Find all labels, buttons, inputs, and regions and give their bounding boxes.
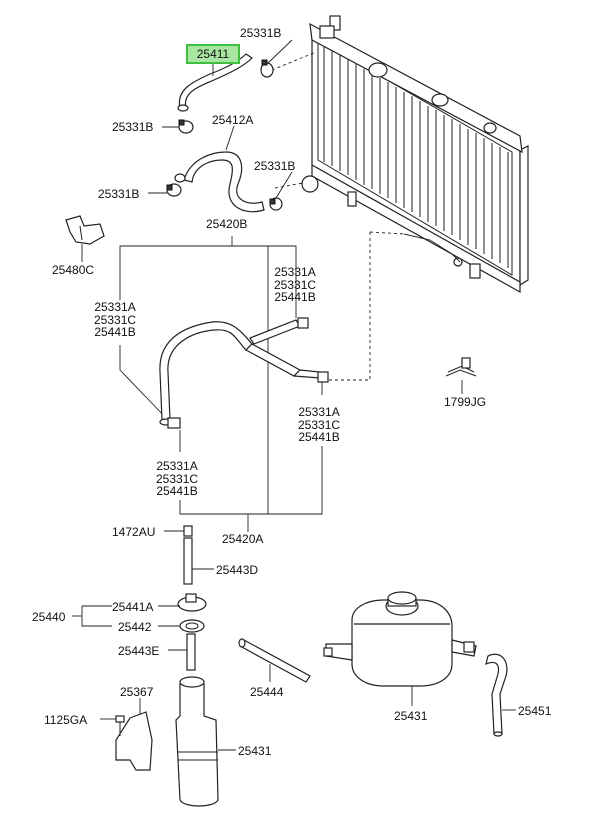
label-stack-upper-right[interactable]: 25331A 25331C 25441B bbox=[274, 266, 316, 304]
label-25451[interactable]: 25451 bbox=[518, 704, 552, 718]
clamp-mid bbox=[178, 119, 194, 134]
clamp-top bbox=[260, 59, 274, 78]
label-25443D[interactable]: 25443D bbox=[216, 563, 259, 577]
part-1799JG bbox=[445, 357, 477, 394]
label-stack-lower-right[interactable]: 25331A 25331C 25441B bbox=[298, 406, 340, 444]
label-25331C[interactable]: 25331C bbox=[156, 471, 199, 486]
label-25431-left[interactable]: 25431 bbox=[238, 744, 272, 758]
label-25331A[interactable]: 25331A bbox=[274, 265, 316, 279]
radiator bbox=[301, 15, 529, 294]
label-25442[interactable]: 25442 bbox=[118, 620, 152, 634]
label-25331B-right[interactable]: 25331B bbox=[254, 159, 296, 173]
label-25331A[interactable]: 25331A bbox=[94, 300, 136, 314]
label-25441B[interactable]: 25441B bbox=[298, 430, 340, 444]
label-25420B[interactable]: 25420B bbox=[206, 217, 248, 231]
label-stack-left[interactable]: 25331A 25331C 25441B bbox=[94, 301, 136, 339]
label-25331A[interactable]: 25331A bbox=[298, 405, 340, 419]
label-25441B[interactable]: 25441B bbox=[274, 290, 316, 304]
label-25441B[interactable]: 25441B bbox=[94, 325, 136, 339]
part-25480C bbox=[65, 215, 105, 262]
label-25331C[interactable]: 25331C bbox=[274, 277, 317, 292]
label-1125GA[interactable]: 1125GA bbox=[44, 713, 88, 727]
label-25331C[interactable]: 25331C bbox=[298, 417, 341, 432]
label-25441A[interactable]: 25441A bbox=[112, 600, 154, 614]
highlighted-part-label[interactable]: 25411 bbox=[186, 44, 240, 64]
label-25331C[interactable]: 25331C bbox=[94, 312, 137, 327]
label-25331B-lower[interactable]: 25331B bbox=[98, 187, 140, 201]
label-25441B[interactable]: 25441B bbox=[156, 484, 198, 498]
label-25412A[interactable]: 25412A bbox=[212, 113, 254, 127]
label-25331B-top[interactable]: 25331B bbox=[240, 26, 282, 40]
part-25411-label[interactable]: 25411 bbox=[196, 47, 230, 61]
label-25480C[interactable]: 25480C bbox=[52, 263, 95, 277]
label-25420A[interactable]: 25420A bbox=[222, 532, 264, 546]
label-1799JG[interactable]: 1799JG bbox=[444, 395, 487, 409]
label-25431-right[interactable]: 25431 bbox=[394, 709, 428, 723]
label-1472AU[interactable]: 1472AU bbox=[112, 525, 156, 539]
label-25440[interactable]: 25440 bbox=[32, 610, 66, 624]
reservoir-tank-right bbox=[323, 591, 477, 706]
label-stack-lower-left[interactable]: 25331A 25331C 25441B bbox=[156, 460, 198, 498]
label-25331B-mid[interactable]: 25331B bbox=[112, 120, 154, 134]
label-25331A[interactable]: 25331A bbox=[156, 459, 198, 473]
label-25367[interactable]: 25367 bbox=[120, 685, 154, 699]
label-25444[interactable]: 25444 bbox=[250, 685, 284, 699]
label-25443E[interactable]: 25443E bbox=[118, 644, 160, 658]
